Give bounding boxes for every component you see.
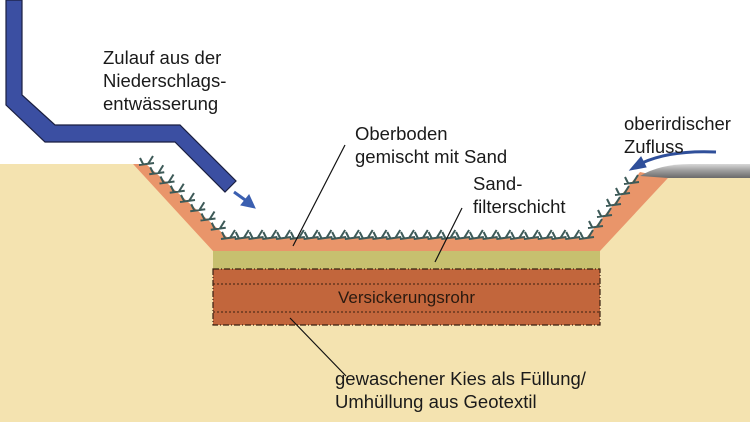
inlet-label-line-1: Zulauf aus der	[103, 47, 222, 68]
inlet-label-line-2: Niederschlags-	[103, 70, 227, 91]
road-surface	[640, 164, 750, 178]
gravel-label-line-1: gewaschener Kies als Füllung/	[335, 368, 586, 389]
topsoil-leader-line	[292, 144, 346, 247]
surface-inflow-label-line-2: Zufluss	[624, 136, 684, 157]
gravel-label-line-2: Umhüllung aus Geotextil	[335, 391, 537, 412]
inlet-label: Zulauf aus der Niederschlags- entwässeru…	[103, 46, 226, 115]
inlet-pipe	[5, 0, 237, 193]
topsoil-label-line-1: Oberboden	[355, 123, 448, 144]
topsoil-label-line-2: gemischt mit Sand	[355, 146, 508, 167]
grass-blades	[138, 155, 640, 240]
inlet-label-line-3: entwässerung	[103, 93, 219, 114]
gravel-label: gewaschener Kies als Füllung/ Umhüllung …	[335, 367, 586, 413]
grass-vegetation	[138, 155, 640, 240]
gravel-layer	[212, 268, 601, 326]
gravel-leader-line	[289, 317, 347, 377]
pipe-label: Versickerungsrohr	[337, 288, 475, 307]
topsoil-label: Oberboden gemischt mit Sand	[355, 122, 507, 168]
sand-filter-leader-line	[434, 207, 463, 263]
sand-filter-label-line-1: Sand-	[473, 173, 523, 194]
surface-flow-arrow-icon	[628, 150, 717, 171]
surface-inflow-label: oberirdischer Zufluss	[624, 112, 731, 158]
sand-filter-label: Sand- filterschicht	[473, 172, 566, 218]
sand-filter-label-line-2: filterschicht	[473, 196, 566, 217]
sand-filter-layer	[213, 251, 600, 269]
inlet-flow-arrow-icon	[233, 190, 256, 209]
surface-inflow-label-line-1: oberirdischer	[624, 113, 731, 134]
